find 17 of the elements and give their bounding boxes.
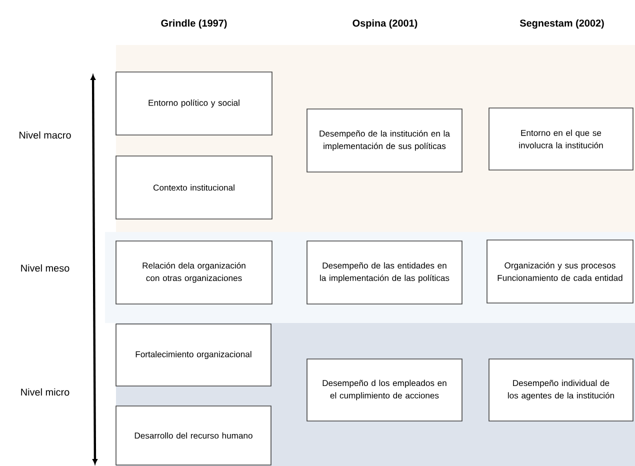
text-box: Desarrollo del recurso humano bbox=[116, 406, 272, 466]
text-box: Entorno político y social bbox=[116, 72, 272, 136]
column-heading: Grindle (1997) bbox=[161, 19, 227, 29]
text-box: Desempeño individual de los agentes de la institución bbox=[488, 358, 634, 422]
text-box: Desempeño de la institución en la implementación de sus políticas bbox=[306, 108, 462, 172]
level-label: Nivel meso bbox=[21, 264, 70, 272]
text-box: Relación dela organización con otras organizaciones bbox=[116, 240, 272, 304]
text-box: Desempeño de las entidades en la implementación de las políticas bbox=[306, 240, 462, 304]
text-box: Contexto institucional bbox=[116, 156, 272, 220]
text-box: Organización y sus procesos Funcionamiento de cada entidad bbox=[486, 240, 634, 304]
level-label: Nivel macro bbox=[20, 131, 71, 139]
text-box: Fortalecimiento organizacional bbox=[116, 324, 272, 386]
column-heading: Ospina (2001) bbox=[352, 19, 418, 29]
level-label: Nivel micro bbox=[21, 388, 70, 396]
column-heading: Segnestam (2002) bbox=[520, 19, 604, 29]
text-box: Desempeño d los empleados en el cumplimiento de acciones bbox=[306, 358, 462, 422]
text-box: Entorno en el que se involucra la institución bbox=[488, 108, 634, 170]
